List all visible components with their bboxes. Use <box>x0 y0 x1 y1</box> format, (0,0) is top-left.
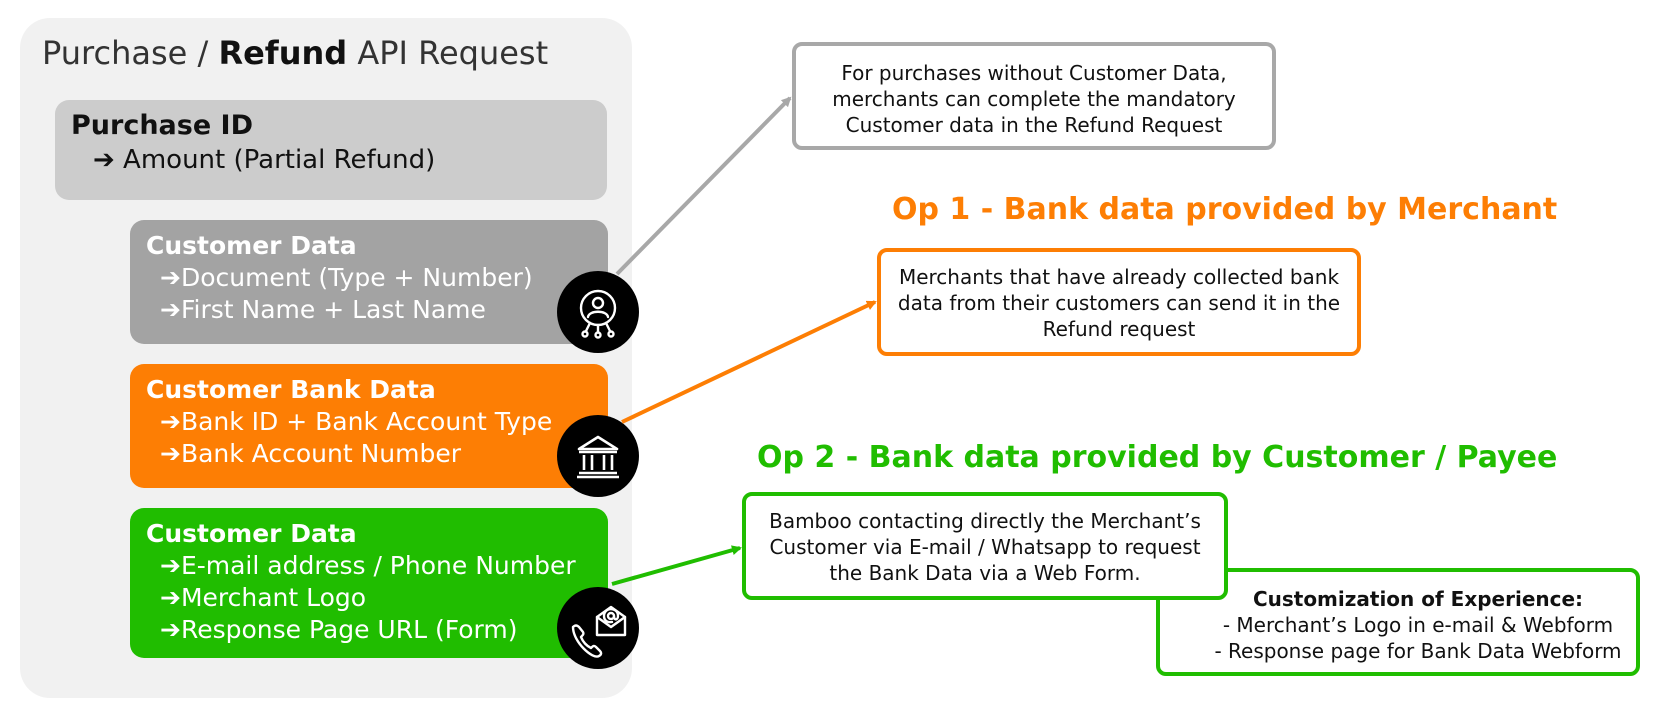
customer-bank-data-card: Customer Bank Data ➔Bank ID + Bank Accou… <box>130 364 608 488</box>
user-network-icon <box>557 271 639 353</box>
op2-callout: Bamboo contacting directly the Merchant’… <box>742 492 1228 600</box>
op1-heading: Op 1 - Bank data provided by Merchant <box>892 192 1558 227</box>
arrow-bank-data <box>621 300 877 424</box>
arrow-customer-data <box>615 96 792 276</box>
contact-data-line: ➔Response Page URL (Form) <box>160 615 518 644</box>
bank-icon <box>557 415 639 497</box>
contact-data-line: ➔E-mail address / Phone Number <box>160 551 576 580</box>
customer-contact-data-card: Customer Data ➔E-mail address / Phone Nu… <box>130 508 608 658</box>
customer-data-callout: For purchases without Customer Data, mer… <box>792 42 1276 150</box>
customer-data-line: ➔Document (Type + Number) <box>160 263 533 292</box>
bank-data-line: ➔Bank Account Number <box>160 439 462 468</box>
contact-data-line: ➔Merchant Logo <box>160 583 367 612</box>
purchase-id-card: Purchase ID ➔ Amount (Partial Refund) <box>55 100 607 200</box>
phone-email-icon <box>557 587 639 669</box>
bank-data-line: ➔Bank ID + Bank Account Type <box>160 407 553 436</box>
customer-bank-data-title: Customer Bank Data <box>146 375 436 404</box>
purchase-id-title: Purchase ID <box>71 110 254 141</box>
customer-data-card: Customer Data ➔Document (Type + Number) … <box>130 220 608 344</box>
customization-callout: Customization of Experience: - Merchant’… <box>1156 568 1640 676</box>
customer-data-title: Customer Data <box>146 231 357 260</box>
customization-title: Customization of Experience: <box>1252 587 1584 611</box>
op1-callout: Merchants that have already collected ba… <box>877 248 1361 356</box>
customer-data-line: ➔First Name + Last Name <box>160 295 486 324</box>
amount-line: ➔ Amount (Partial Refund) <box>93 145 436 175</box>
customer-contact-data-title: Customer Data <box>146 519 357 548</box>
panel-title: Purchase / Refund API Request <box>42 34 549 72</box>
arrow-contact-data <box>611 545 742 586</box>
op2-heading: Op 2 - Bank data provided by Customer / … <box>757 440 1558 475</box>
